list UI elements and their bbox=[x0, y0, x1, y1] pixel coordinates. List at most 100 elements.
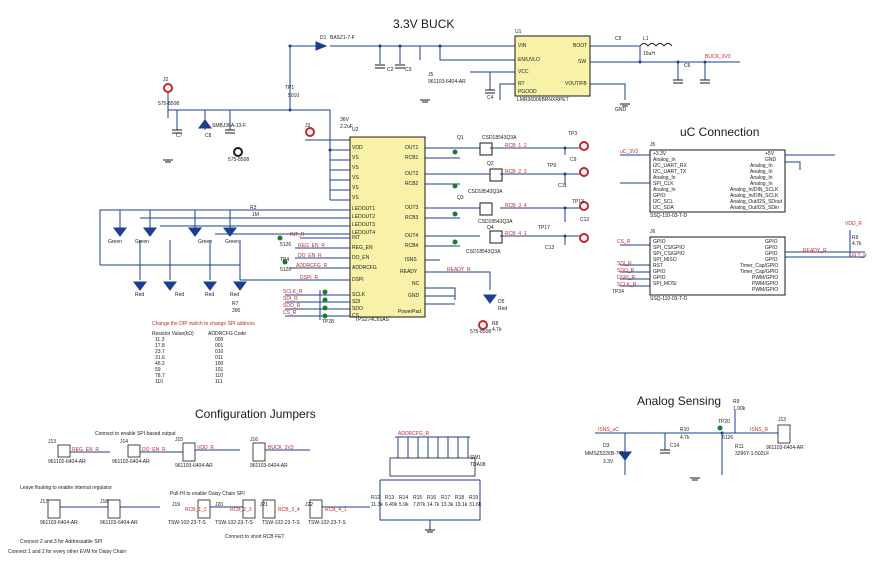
uc-net-flt: FLT_R bbox=[852, 253, 867, 259]
j5-pin: Analog_Out/I2S_SDout bbox=[730, 199, 782, 205]
u2-pin-rcb3: RCB3 bbox=[405, 215, 419, 221]
u2-pin-rcb2: RCB2 bbox=[405, 181, 419, 187]
net-ready: READY_R bbox=[447, 267, 471, 273]
tp20-part: 5126 bbox=[722, 435, 734, 441]
d1-part: BAS21-7-F bbox=[330, 35, 355, 41]
j5-pin: I2C_SDA bbox=[653, 205, 674, 211]
addr-table-code: 101 bbox=[215, 367, 224, 373]
d5-val: Red bbox=[498, 306, 508, 312]
r3-val: 1M bbox=[252, 212, 259, 218]
c5-ref: C5 bbox=[615, 36, 622, 42]
j5-pin: I2C_UART_TX bbox=[653, 169, 687, 175]
j5-pin: +5V bbox=[765, 151, 775, 157]
q3-part: CSD18543Q3A bbox=[478, 219, 513, 225]
u2-pin-vs: VS bbox=[352, 195, 359, 201]
j20-part: TSW-102-23-T-S bbox=[215, 520, 253, 526]
j6-pin: SPI_MISO bbox=[653, 257, 677, 263]
j6-pin: Timer_Cap/GPIO bbox=[740, 263, 779, 269]
r7-ref: R7 bbox=[232, 301, 239, 307]
d4-part: SMBJ36A-13-F bbox=[212, 123, 247, 129]
j13-config-ref: J13 bbox=[48, 439, 57, 445]
q4-ref: Q4 bbox=[487, 225, 494, 231]
j6-pin: GPIO bbox=[653, 269, 666, 275]
vin-net: 36V bbox=[340, 117, 349, 123]
tp4-ref: TP4 bbox=[280, 257, 290, 263]
net-sdi: SDI_R bbox=[283, 296, 298, 302]
u2-ref: U2 bbox=[352, 127, 359, 133]
u2-pin-int: INT bbox=[352, 235, 361, 241]
config-section-title: Configuration Jumpers bbox=[195, 407, 316, 421]
u2-pin-out3: OUT3 bbox=[405, 205, 419, 211]
config-note-pull: Pull-HI to enable Daisy Chain SPI bbox=[170, 491, 245, 497]
analog-r9-val: 1.00k bbox=[733, 406, 746, 412]
sw1-ref: SW1 bbox=[470, 455, 481, 461]
u2-pin-powerpad: PowerPad bbox=[398, 309, 422, 315]
j5-pin: Analog_In bbox=[750, 175, 773, 181]
tp20-ref: TP20 bbox=[718, 419, 730, 425]
config-rcb-2: RCB_2_3 bbox=[230, 507, 252, 513]
led-green-label: Green bbox=[108, 239, 122, 245]
q3-ref: Q3 bbox=[457, 195, 464, 201]
uc-j6-part: SSQ-110-03-T-D bbox=[650, 296, 688, 302]
u1-pin-sw: SW bbox=[578, 59, 587, 65]
q3-rcb: RCB_3_4 bbox=[505, 203, 527, 209]
j3-ref: J3 bbox=[305, 123, 311, 129]
u2-pin-vdd: VDD bbox=[352, 145, 363, 151]
net-dspi: DSPI_R bbox=[300, 275, 319, 281]
u1-ref: U1 bbox=[515, 29, 522, 35]
uc-net-sdo: SDO_R bbox=[617, 268, 635, 274]
j21-ref: J21 bbox=[260, 502, 269, 508]
tp1-part: 5010 bbox=[288, 93, 300, 99]
c3-ref: C3 bbox=[405, 67, 412, 73]
r10-ref: R10 bbox=[680, 427, 690, 433]
q4-tp: TP17 bbox=[538, 225, 550, 231]
r11-ref: R11 bbox=[735, 444, 744, 450]
q3-cap: C12 bbox=[580, 217, 590, 223]
addr-resistor-ref: R18 bbox=[455, 495, 465, 501]
addr-table-code: 001 bbox=[215, 343, 224, 349]
net-int: INT_R bbox=[290, 232, 305, 238]
u2-pin-vs: VS bbox=[352, 155, 359, 161]
led-red-label: Red bbox=[175, 292, 185, 298]
ctp-val: 2.2uF bbox=[340, 124, 353, 130]
u2-pin-rcb4: RCB4 bbox=[405, 243, 419, 249]
config-note-addr: Connect 2 and 3 for Addressable SPI bbox=[20, 539, 103, 545]
uc-j6-ref: J6 bbox=[650, 229, 656, 235]
config-rcb-1: RCB_1_2 bbox=[185, 507, 207, 513]
j5-pin: Analog_In/DIN_SCLK bbox=[730, 193, 779, 199]
q2-rcb: RCB_2_3 bbox=[505, 169, 527, 175]
addr-table-code: 100 bbox=[215, 361, 224, 367]
addr-resistor-val: 31.6k bbox=[469, 502, 482, 508]
r11-val: 3296Y-1-502LF bbox=[735, 451, 770, 457]
led-red-label: Red bbox=[230, 292, 240, 298]
addr-table-res: 46.2 bbox=[155, 361, 165, 367]
l1-ref: L1 bbox=[643, 36, 649, 42]
j6-pin: GPIO bbox=[765, 239, 778, 245]
addr-resistor-val: 19.1k bbox=[455, 502, 468, 508]
u2-pin-nc: NC bbox=[412, 281, 420, 287]
u2-pin-sdo: SDO bbox=[352, 306, 363, 312]
q1-part: CSD18543Q3A bbox=[482, 135, 517, 141]
u2-pin-do-en: DO_EN bbox=[352, 255, 370, 261]
addr-table-res: 31.6 bbox=[155, 355, 165, 361]
u2-pin-reg-en: REG_EN bbox=[352, 245, 373, 251]
d5-ref: D5 bbox=[498, 299, 505, 305]
config-net-vdd: VDD_R bbox=[197, 445, 214, 451]
address-note: Change the DIP switch to change SPI addr… bbox=[152, 321, 255, 327]
addr-table-code: 011 bbox=[215, 355, 223, 361]
l1-val: 15uH bbox=[643, 51, 655, 57]
j18-ref: J18 bbox=[100, 499, 109, 505]
j5-pin: Analog_In bbox=[750, 181, 773, 187]
r7-val: 390 bbox=[232, 308, 241, 314]
u2-pin-sdi: SDI bbox=[352, 299, 361, 305]
j20-ref: J20 bbox=[215, 502, 224, 508]
u1-pin-rt: RT bbox=[518, 81, 525, 87]
j6-pin: GPIO bbox=[765, 251, 778, 257]
j14-ref: J14 bbox=[120, 439, 129, 445]
j13-config-part: 961102-6404-AR bbox=[48, 459, 86, 465]
u2-pin-isns: ISNS bbox=[405, 257, 417, 263]
tp1-ref: TP1 bbox=[285, 85, 295, 91]
c8-ref: C8 bbox=[205, 133, 212, 139]
j5-body bbox=[649, 149, 786, 213]
